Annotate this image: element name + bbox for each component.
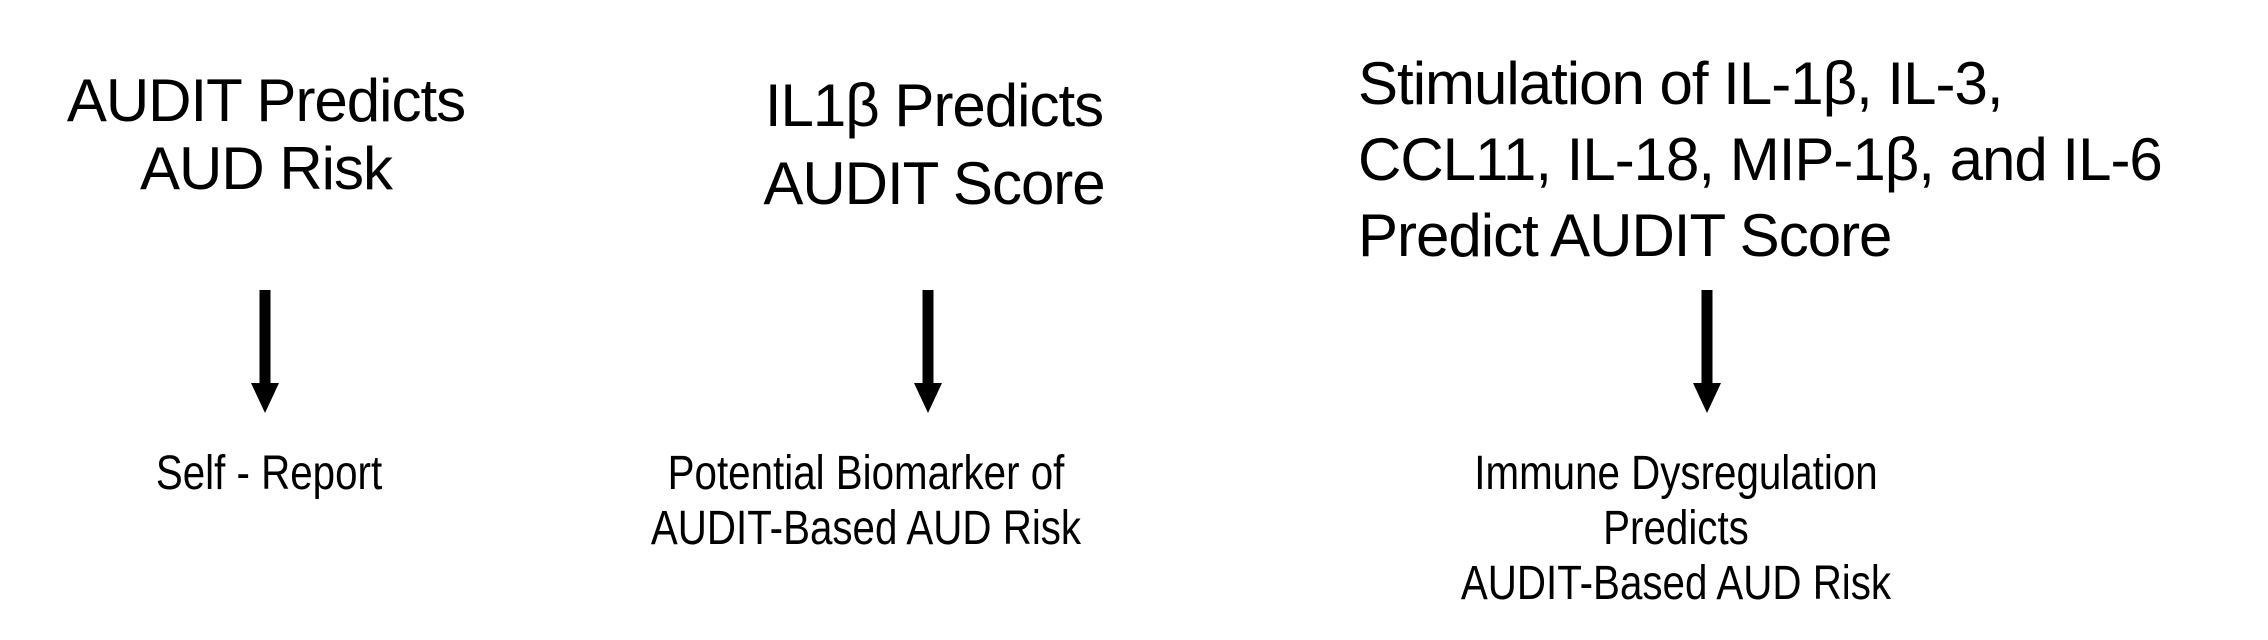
column-result: Self - Report (155, 447, 383, 500)
down-arrow-icon (1693, 290, 1721, 413)
column-header: IL1β Predicts AUDIT Score (763, 72, 1105, 217)
column-header: Stimulation of IL-1β, IL-3, CCL11, IL-18… (1358, 50, 2163, 269)
down-arrow-icon (914, 290, 942, 413)
column-header: AUDIT Predicts AUD Risk (66, 67, 466, 202)
column-result: Immune Dysregulation Predicts AUDIT-Base… (1460, 447, 1892, 610)
down-arrow-icon (251, 290, 279, 413)
column-result: Potential Biomarker of AUDIT-Based AUD R… (650, 447, 1082, 555)
